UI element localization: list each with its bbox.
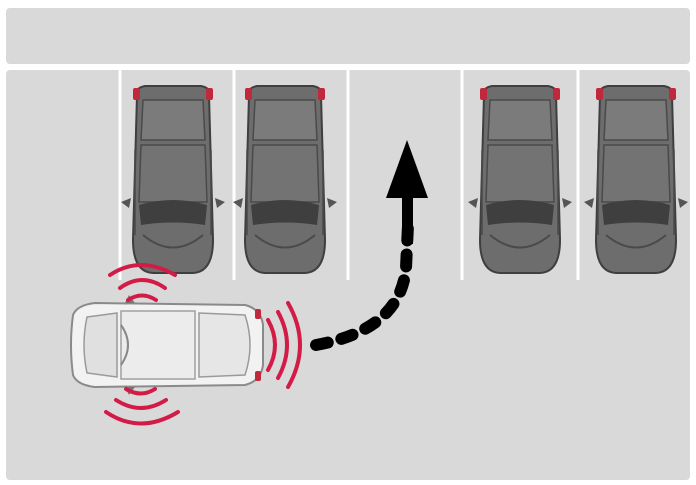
ultrasonic-sensor-waves-icon (104, 263, 302, 426)
parked-car-2 (232, 85, 338, 274)
ego-car (70, 295, 264, 395)
parking-lines (118, 70, 580, 280)
dashed-curved-arrow-icon (310, 140, 428, 351)
road-top-strip (6, 8, 690, 64)
parked-car-1 (120, 85, 226, 274)
path-arrow-head (386, 140, 428, 198)
parked-car-5 (583, 85, 689, 274)
path-arrow-line (310, 219, 414, 351)
parked-car-4 (467, 85, 573, 274)
path-arrow-stem (402, 196, 413, 244)
